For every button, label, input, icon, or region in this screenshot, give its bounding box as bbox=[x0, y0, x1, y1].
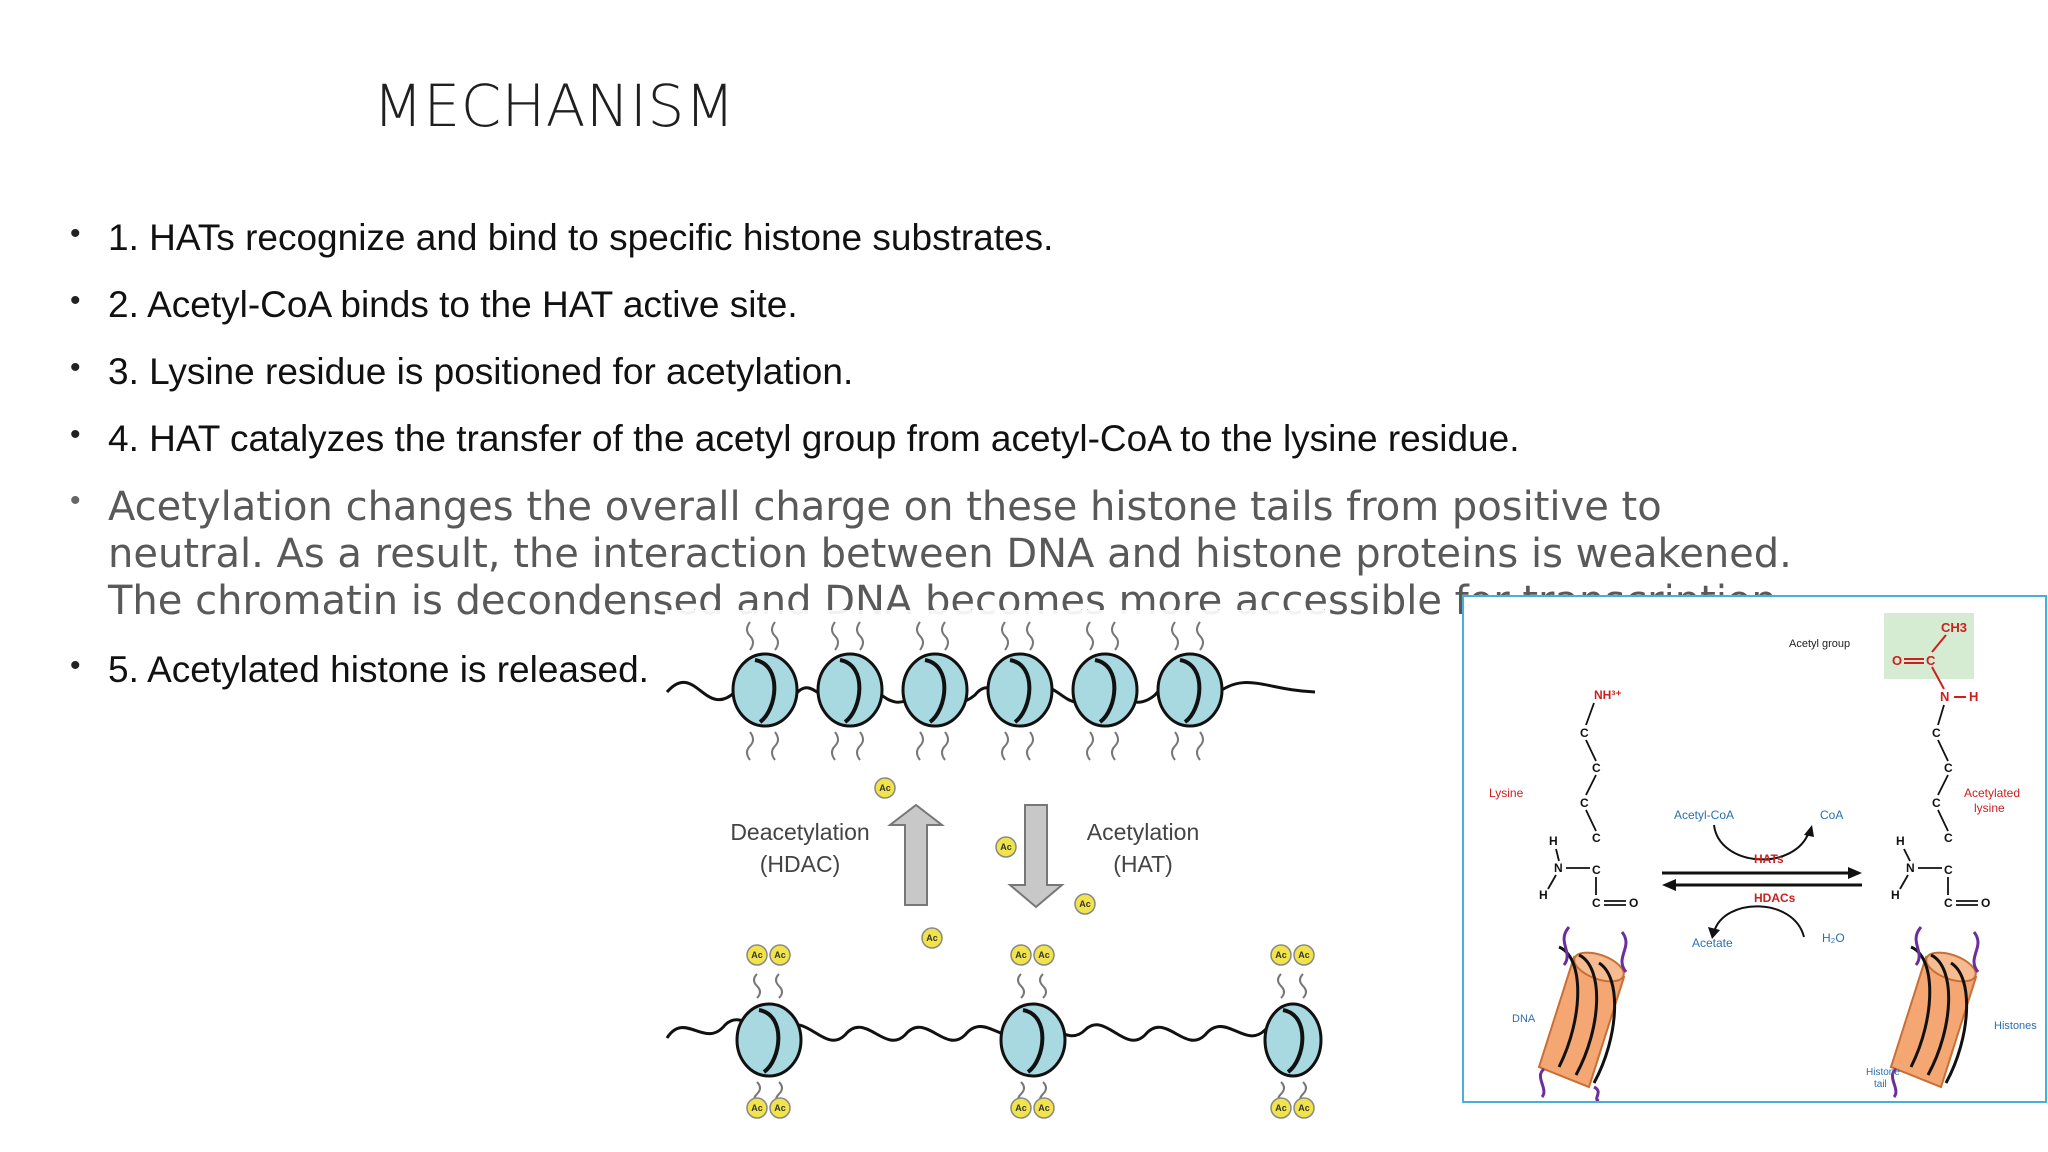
ac-label: Ac bbox=[1275, 1103, 1287, 1113]
label-acetylation: Acetylation bbox=[1087, 819, 1200, 845]
svg-text:H: H bbox=[1896, 834, 1905, 848]
label-hdacs: HDACs bbox=[1754, 891, 1796, 905]
lysine-acetylation-figure: Acetyl group CH3 O C N H NH³⁺ C C C C N C C H… bbox=[1462, 595, 2047, 1103]
nucleosome-top bbox=[1156, 652, 1224, 728]
acetyl-group-icon bbox=[921, 927, 943, 949]
svg-text:C: C bbox=[1580, 796, 1589, 810]
bullet-text: 1. HATs recognize and bind to specific h… bbox=[108, 217, 1054, 258]
nucleosome-top bbox=[816, 652, 884, 728]
ac-label: Ac bbox=[774, 950, 786, 960]
arrow-down-icon bbox=[1007, 804, 1065, 909]
svg-text:C: C bbox=[1592, 831, 1601, 845]
histone-right bbox=[1889, 926, 1980, 1098]
svg-text:C: C bbox=[1592, 863, 1601, 877]
ac-label: Ac bbox=[1038, 950, 1050, 960]
label-h: H bbox=[1969, 689, 1978, 704]
nucleosome-top bbox=[901, 652, 969, 728]
label-histones: Histones bbox=[1994, 1020, 2037, 1032]
nucleosome-bottom bbox=[999, 1002, 1067, 1078]
bullet-text: 4. HAT catalyzes the transfer of the ace… bbox=[108, 418, 1520, 459]
label-acetyl-coa: Acetyl-CoA bbox=[1674, 808, 1734, 822]
label-c: C bbox=[1926, 653, 1936, 668]
bullet-dot: • bbox=[70, 649, 81, 682]
svg-text:C: C bbox=[1944, 761, 1953, 775]
svg-text:N: N bbox=[1906, 861, 1915, 875]
svg-text:C: C bbox=[1944, 896, 1953, 910]
label-coa: CoA bbox=[1820, 808, 1843, 822]
svg-text:C: C bbox=[1592, 761, 1601, 775]
svg-text:H: H bbox=[1549, 834, 1558, 848]
label-histone-tail-1: Histone bbox=[1866, 1067, 1900, 1078]
bullet-dot: • bbox=[70, 284, 81, 317]
svg-text:H: H bbox=[1891, 888, 1900, 902]
ac-label: Ac bbox=[751, 950, 763, 960]
label-acetylated-1: Acetylated bbox=[1964, 786, 2020, 800]
svg-text:O: O bbox=[1629, 896, 1638, 910]
svg-text:C: C bbox=[1932, 726, 1941, 740]
ac-label: Ac bbox=[926, 933, 938, 943]
svg-text:O: O bbox=[1981, 896, 1990, 910]
bullet-dot: • bbox=[70, 484, 81, 517]
label-o: O bbox=[1892, 653, 1902, 668]
ac-label: Ac bbox=[1275, 950, 1287, 960]
bullet-text: 3. Lysine residue is positioned for acet… bbox=[108, 351, 854, 392]
histone-left bbox=[1537, 926, 1628, 1103]
label-histone-tail-2: tail bbox=[1874, 1079, 1887, 1090]
acetyl-group-icon bbox=[995, 836, 1017, 858]
nucleosome-bottom bbox=[1263, 1002, 1323, 1078]
ac-label: Ac bbox=[1038, 1103, 1050, 1113]
svg-text:C: C bbox=[1932, 796, 1941, 810]
svg-text:C: C bbox=[1580, 726, 1589, 740]
ac-label: Ac bbox=[1015, 1103, 1027, 1113]
acetyl-group-highlight bbox=[1884, 613, 1974, 679]
lysine-acetylation-diagram: Acetyl group CH3 O C N H NH³⁺ C C C C N C C H… bbox=[1489, 613, 2037, 1103]
nucleosome-top bbox=[1071, 652, 1139, 728]
label-acetyl-group: Acetyl group bbox=[1789, 638, 1850, 650]
nucleosome-bottom bbox=[735, 1002, 803, 1078]
bullet-dot: • bbox=[70, 418, 81, 451]
label-acetylated-2: lysine bbox=[1974, 801, 2005, 815]
label-hdac: (HDAC) bbox=[760, 851, 841, 877]
nucleosome-top bbox=[986, 652, 1054, 728]
ac-label: Ac bbox=[1015, 950, 1027, 960]
label-hats: HATs bbox=[1754, 852, 1784, 866]
label-h2o: H₂O bbox=[1822, 931, 1845, 945]
bullet-text: 2. Acetyl-CoA binds to the HAT active si… bbox=[108, 284, 798, 325]
svg-text:C: C bbox=[1944, 863, 1953, 877]
chromatin-figure: Deacetylation (HDAC) Acetylation (HAT) A… bbox=[665, 610, 1325, 1130]
label-deacetylation: Deacetylation bbox=[730, 819, 869, 845]
bullet-dot: • bbox=[70, 217, 81, 250]
label-ch3: CH3 bbox=[1941, 620, 1967, 635]
label-n: N bbox=[1940, 689, 1949, 704]
bullet-text: 5. Acetylated histone is released. bbox=[108, 649, 649, 690]
svg-text:N: N bbox=[1554, 861, 1563, 875]
ac-label: Ac bbox=[774, 1103, 786, 1113]
slide-title: MECHANISM bbox=[373, 72, 736, 140]
acetyl-group-icon bbox=[874, 777, 896, 799]
chromatin-diagram: Deacetylation (HDAC) Acetylation (HAT) A… bbox=[665, 610, 1325, 1130]
ac-label: Ac bbox=[1298, 1103, 1310, 1113]
label-lysine: Lysine bbox=[1489, 786, 1524, 800]
ac-label: Ac bbox=[751, 1103, 763, 1113]
ac-label: Ac bbox=[1000, 842, 1012, 852]
svg-text:C: C bbox=[1592, 896, 1601, 910]
label-dna: DNA bbox=[1512, 1013, 1536, 1025]
svg-text:H: H bbox=[1539, 888, 1548, 902]
acetyl-group-icon bbox=[1074, 893, 1096, 915]
arrow-up-icon bbox=[887, 803, 945, 906]
ac-label: Ac bbox=[1079, 899, 1091, 909]
label-hat: (HAT) bbox=[1113, 851, 1173, 877]
svg-text:C: C bbox=[1944, 831, 1953, 845]
ac-label: Ac bbox=[1298, 950, 1310, 960]
label-nh3: NH³⁺ bbox=[1594, 688, 1622, 702]
bullet-dot: • bbox=[70, 351, 81, 384]
ac-label: Ac bbox=[879, 783, 891, 793]
label-acetate: Acetate bbox=[1692, 936, 1733, 950]
nucleosome-top bbox=[731, 652, 799, 728]
